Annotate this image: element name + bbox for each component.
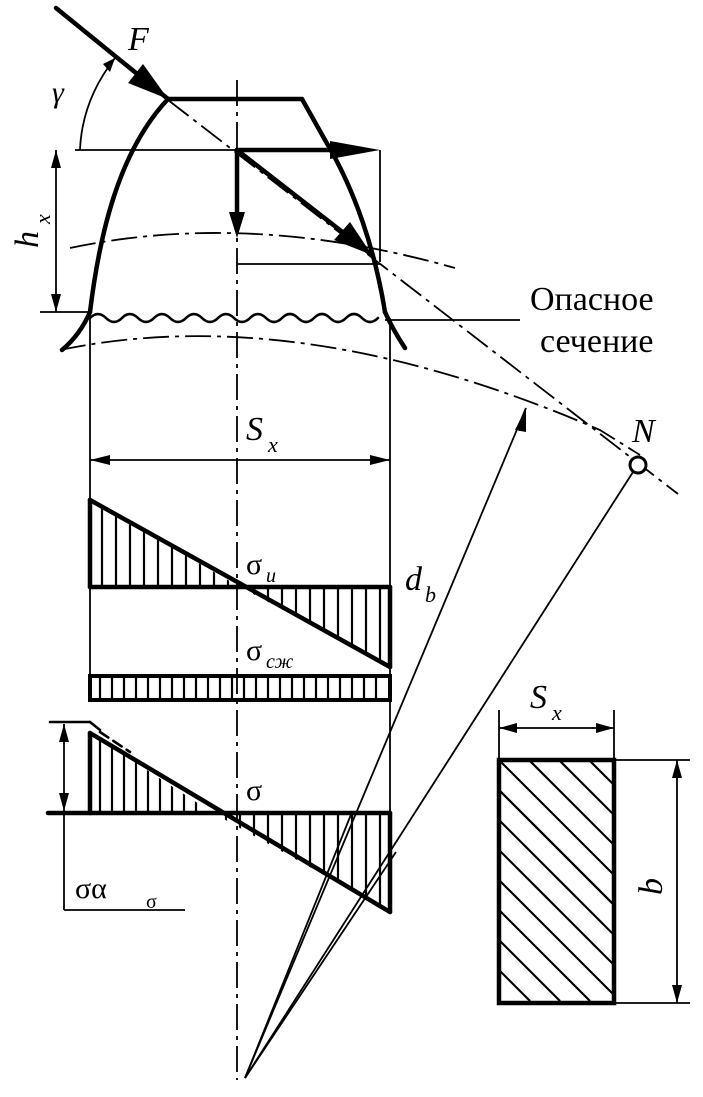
height-label: h <box>9 231 46 248</box>
gamma-angle-marker <box>75 57 237 151</box>
face-width-label: b <box>633 878 670 895</box>
height-subscript: x <box>30 214 55 225</box>
section-width-subscript: x <box>551 700 562 725</box>
force-label: F <box>127 21 150 58</box>
force-components <box>229 141 381 265</box>
gear-tooth <box>59 96 408 353</box>
section-width-label: S <box>530 679 547 716</box>
base-diameter-lines <box>244 407 634 1079</box>
angle-label: γ <box>52 76 65 109</box>
pole-point <box>628 455 648 475</box>
base-diameter-subscript: b <box>425 582 436 607</box>
stress-conc-subscript: σ <box>146 891 157 913</box>
bending-stress-diagram <box>87 497 393 670</box>
total-stress-label: σ <box>246 774 262 807</box>
height-dimension <box>40 150 92 313</box>
line-of-action <box>167 99 679 495</box>
cross-section-rect <box>496 710 690 1006</box>
force-arrow <box>53 5 171 102</box>
base-arc <box>59 335 641 456</box>
pole-label: N <box>631 413 657 450</box>
stress-conc-label: σα <box>75 872 107 905</box>
compress-stress-subscript: сж <box>266 651 294 673</box>
dangerous-section-label-2: сечение <box>540 323 653 360</box>
base-diameter-label: d <box>405 561 423 598</box>
dangerous-section-label-1: Опасное <box>530 281 654 318</box>
thickness-dimension <box>90 455 390 465</box>
thickness-subscript: x <box>267 432 278 457</box>
bending-stress-label: σ <box>246 548 262 581</box>
thickness-label: S <box>246 411 263 448</box>
compressive-stress-diagram <box>88 674 392 702</box>
compress-stress-label: σ <box>246 634 262 667</box>
pitch-arc <box>69 232 456 269</box>
bending-stress-subscript: и <box>266 565 276 587</box>
